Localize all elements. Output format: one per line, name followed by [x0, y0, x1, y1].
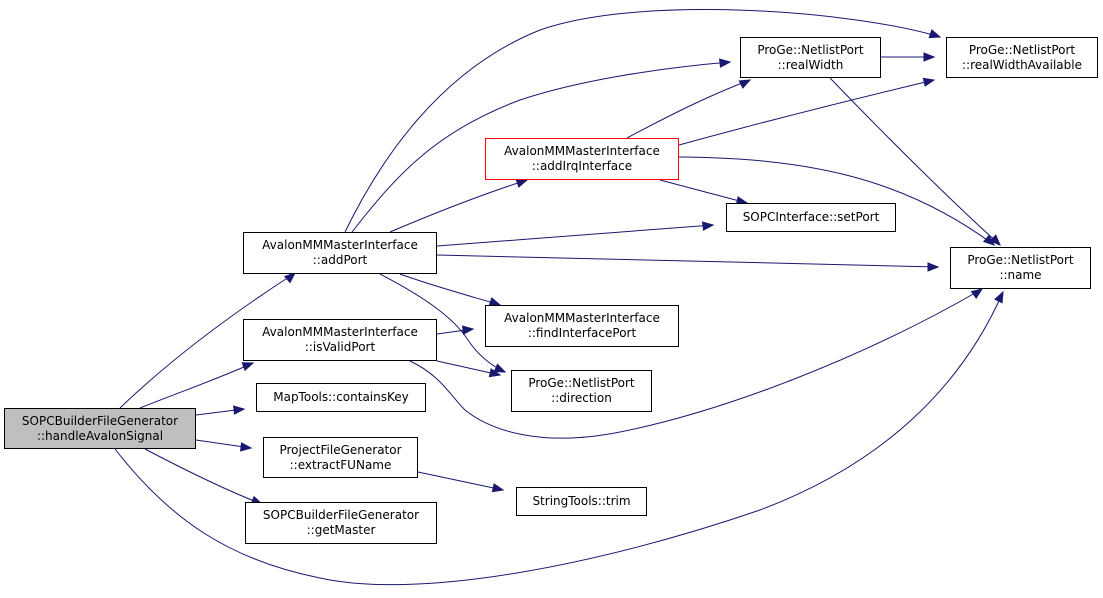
edge-add-port-to-real-width-available: [344, 9, 941, 233]
node-add-irq-interface-line1: AvalonMMMasterInterface: [504, 144, 660, 158]
edge-add-port-to-real-width-arrowhead: [719, 58, 732, 68]
edge-extract-fu-to-trim-arrowhead: [491, 483, 505, 493]
node-set-port-line1: SOPCInterface::setPort: [742, 210, 880, 224]
node-extract-fu-name-line1: ProjectFileGenerator: [279, 442, 402, 457]
node-add-irq-interface[interactable]: AvalonMMMasterInterface ::addIrqInterfac…: [485, 138, 679, 180]
node-add-port-line1: AvalonMMMasterInterface: [262, 238, 418, 252]
edge-add-irq-to-real-width-available: [678, 79, 935, 146]
edge-handle-to-add-port-arrowhead: [283, 272, 297, 284]
edge-handle-to-name: [114, 291, 1004, 586]
edge-add-port-to-set-port-arrowhead: [702, 221, 715, 231]
edge-add-port-to-find-iface: [399, 273, 501, 306]
node-contains-key[interactable]: MapTools::containsKey: [256, 383, 426, 412]
node-find-interface-port-line1: AvalonMMMasterInterface: [504, 311, 660, 325]
node-add-irq-interface-line2: ::addIrqInterface: [531, 159, 633, 173]
node-is-valid-port-line1: AvalonMMMasterInterface: [262, 325, 418, 339]
edge-handle-to-extract-fu-arrowhead: [240, 442, 253, 452]
edge-add-irq-to-real-width-arrowhead: [738, 79, 752, 89]
node-real-width-available-line2: ::realWidthAvailable: [961, 57, 1082, 72]
edge-handle-to-add-port: [119, 272, 296, 409]
edge-handle-to-contains-key-arrowhead: [233, 405, 246, 415]
node-get-master-line1: SOPCBuilderFileGenerator: [262, 508, 420, 522]
edge-real-width-to-real-width-available-arrowhead: [923, 52, 936, 62]
node-name-line2: ::name: [999, 268, 1042, 282]
node-trim[interactable]: StringTools::trim: [516, 487, 647, 516]
edge-is-valid-port-to-name-arrowhead: [970, 288, 984, 299]
node-direction-line1: ProGe::NetlistPort: [528, 376, 635, 390]
edge-handle-to-name-arrowhead: [994, 290, 1004, 304]
node-direction[interactable]: ProGe::NetlistPort ::direction: [511, 370, 652, 412]
node-handle-avalon-signal-line1: SOPCBuilderFileGenerator: [21, 413, 179, 428]
node-set-port[interactable]: SOPCInterface::setPort: [726, 203, 896, 232]
node-is-valid-port-line2: ::isValidPort: [304, 340, 376, 354]
edge-add-irq-to-set-port: [659, 179, 748, 204]
edge-add-port-to-real-width-available-arrowhead: [928, 29, 942, 39]
node-real-width-available[interactable]: ProGe::NetlistPort ::realWidthAvailable: [946, 37, 1098, 78]
edge-add-port-to-set-port: [436, 224, 714, 247]
node-find-interface-port[interactable]: AvalonMMMasterInterface ::findInterfaceP…: [485, 305, 679, 347]
node-add-port-line2: ::addPort: [312, 253, 368, 267]
node-is-valid-port[interactable]: AvalonMMMasterInterface ::isValidPort: [243, 319, 437, 361]
edge-add-port-to-name: [436, 254, 939, 268]
node-add-port[interactable]: AvalonMMMasterInterface ::addPort: [243, 232, 437, 274]
edge-is-valid-port-to-name: [409, 288, 983, 439]
edge-is-valid-port-to-find-iface-arrowhead: [462, 325, 475, 335]
node-real-width-line2: ::realWidth: [777, 57, 844, 72]
edge-add-port-to-name-arrowhead: [927, 262, 940, 272]
node-find-interface-port-line2: ::findInterfacePort: [527, 326, 637, 340]
edge-add-irq-to-name: [678, 156, 995, 246]
edge-add-irq-to-real-width: [626, 79, 751, 139]
node-direction-line2: ::direction: [551, 391, 612, 405]
node-get-master-line2: ::getMaster: [306, 523, 376, 537]
edge-is-valid-port-to-direction: [436, 360, 501, 376]
node-extract-fu-name-line2: ::extractFUName: [289, 457, 392, 472]
edge-handle-to-is-valid-port: [139, 362, 254, 409]
node-real-width-available-line1: ProGe::NetlistPort: [968, 42, 1076, 57]
edge-real-width-to-name-arrowhead: [989, 234, 1001, 246]
edge-add-port-to-add-irq-arrowhead: [515, 178, 529, 188]
node-trim-line1: StringTools::trim: [532, 494, 631, 508]
node-real-width-line1: ProGe::NetlistPort: [757, 42, 864, 57]
node-extract-fu-name[interactable]: ProjectFileGenerator ::extractFUName: [263, 437, 418, 478]
edge-extract-fu-to-trim: [417, 471, 504, 491]
node-real-width[interactable]: ProGe::NetlistPort ::realWidth: [740, 37, 881, 78]
node-name[interactable]: ProGe::NetlistPort ::name: [950, 247, 1091, 289]
edge-add-port-to-real-width: [351, 61, 731, 233]
edge-add-port-to-direction-arrowhead: [493, 363, 507, 373]
node-name-line1: ProGe::NetlistPort: [967, 253, 1074, 267]
edge-add-port-to-add-irq: [389, 179, 528, 233]
edge-add-irq-to-real-width-available-arrowhead: [922, 77, 936, 87]
node-contains-key-line1: MapTools::containsKey: [273, 390, 409, 404]
node-get-master[interactable]: SOPCBuilderFileGenerator ::getMaster: [245, 502, 437, 544]
edge-handle-to-is-valid-port-arrowhead: [241, 362, 255, 372]
edge-add-port-to-direction: [379, 273, 506, 373]
edge-real-width-to-name: [829, 77, 1001, 246]
edge-handle-to-get-master: [144, 448, 263, 505]
node-handle-avalon-signal-line2: ::handleAvalonSignal: [36, 428, 164, 443]
node-handle-avalon-signal[interactable]: SOPCBuilderFileGenerator ::handleAvalonS…: [4, 408, 196, 449]
edge-is-valid-port-to-direction-arrowhead: [488, 368, 502, 378]
